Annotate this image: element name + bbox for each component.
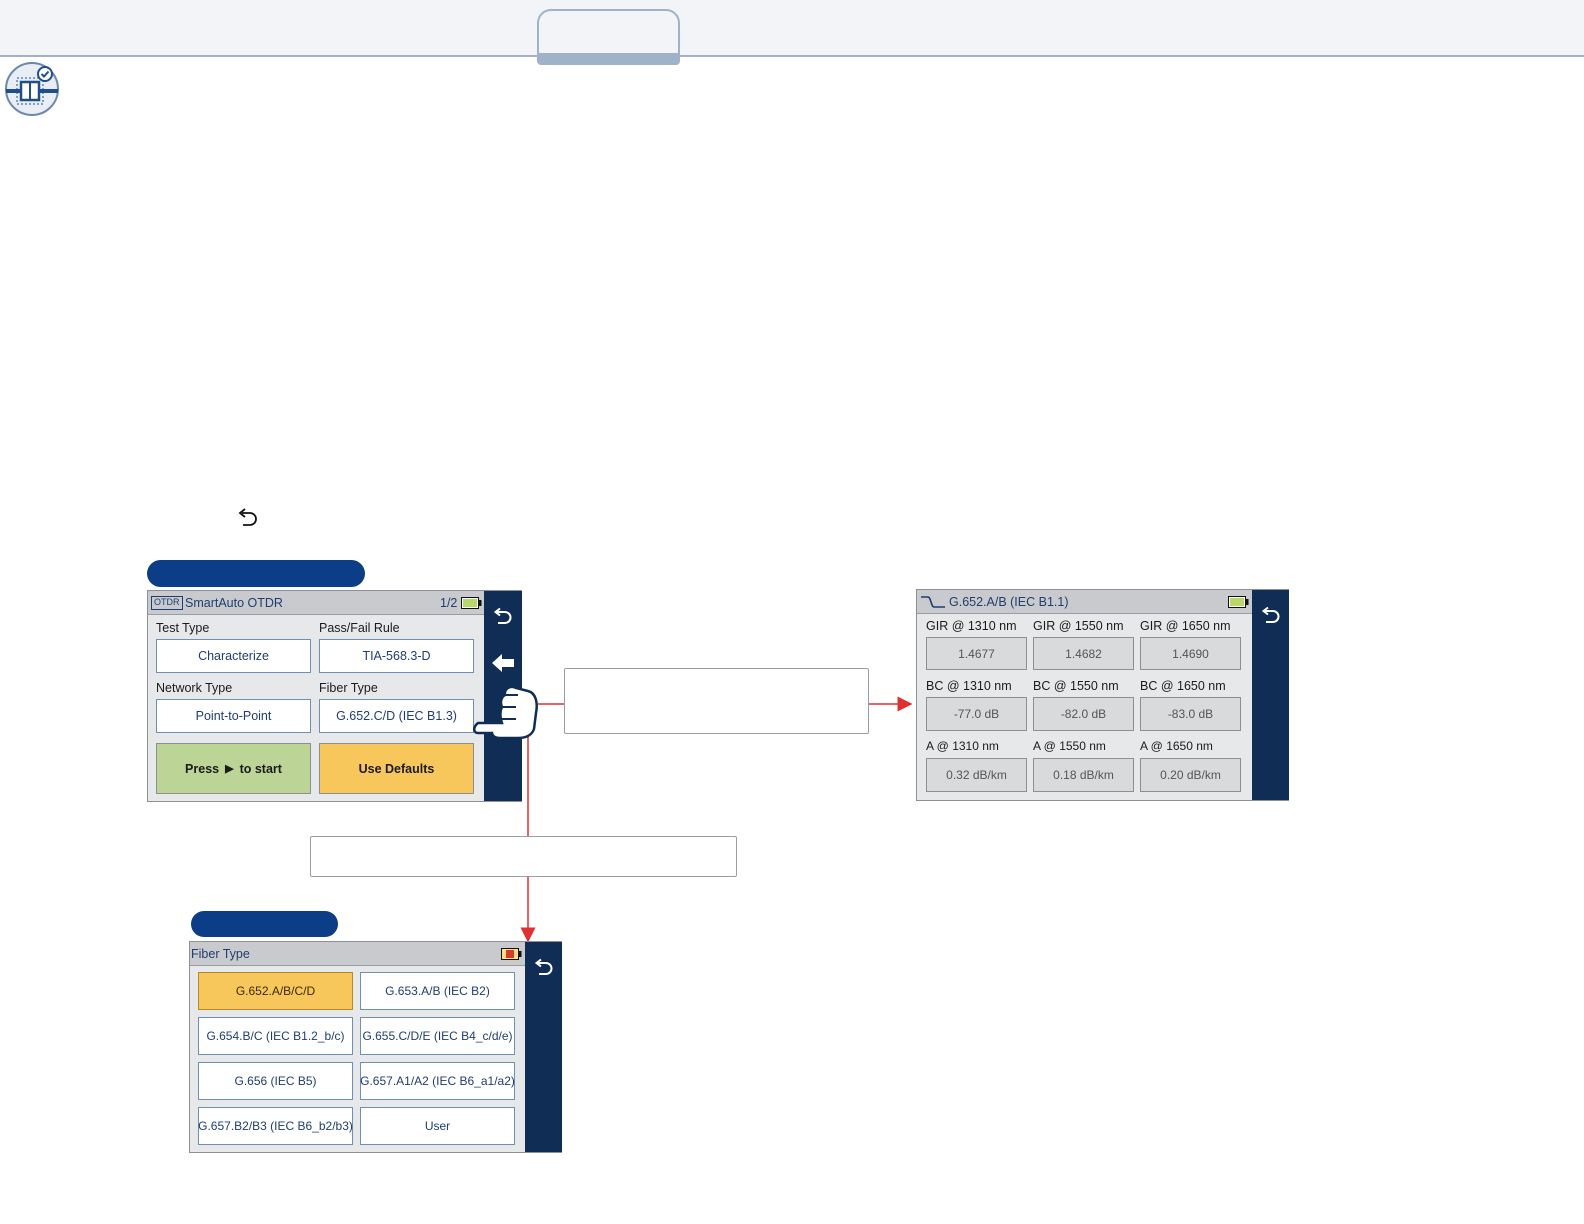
start-label-suffix: to start xyxy=(239,761,282,776)
network-type-field[interactable]: Point-to-Point xyxy=(156,699,311,733)
test-type-label: Test Type xyxy=(156,621,210,635)
callout-box-properties xyxy=(564,668,869,734)
fiber-option[interactable]: User xyxy=(360,1107,515,1145)
network-type-label: Network Type xyxy=(156,681,233,695)
undo-arrow-icon[interactable] xyxy=(492,607,514,627)
property-label: A @ 1310 nm xyxy=(926,739,999,753)
start-label-prefix: Press xyxy=(185,761,220,776)
pass-fail-label: Pass/Fail Rule xyxy=(319,621,400,635)
undo-arrow-icon[interactable] xyxy=(533,958,555,978)
section-pill-fiber xyxy=(191,911,338,937)
property-value: 1.4690 xyxy=(1140,637,1241,670)
section-pill-main xyxy=(147,560,365,587)
fiber-type-screen: Fiber Type G.652.A/B/C/D G.653.A/B (IEC … xyxy=(189,941,562,1153)
use-defaults-button[interactable]: Use Defaults xyxy=(319,743,474,794)
property-value: 0.32 dB/km xyxy=(926,758,1027,792)
undo-arrow-icon xyxy=(238,508,257,526)
undo-arrow-icon[interactable] xyxy=(1260,606,1282,626)
fiber-option[interactable]: G.653.A/B (IEC B2) xyxy=(360,972,515,1010)
property-value: 0.20 dB/km xyxy=(1140,758,1241,792)
property-label: A @ 1550 nm xyxy=(1033,739,1106,753)
fiber-profile-icon xyxy=(921,596,945,608)
side-nav-panel xyxy=(525,942,562,1152)
fiber-option[interactable]: G.655.C/D/E (IEC B4_c/d/e) xyxy=(360,1017,515,1055)
header-tab xyxy=(537,9,680,65)
otdr-badge: OTDR xyxy=(151,596,183,610)
fiber-option[interactable]: G.652.A/B/C/D xyxy=(198,972,353,1010)
property-value: -82.0 dB xyxy=(1033,697,1134,731)
page-header-bar xyxy=(0,0,1584,57)
property-label: BC @ 1310 nm xyxy=(926,679,1012,693)
property-value: 1.4682 xyxy=(1033,637,1134,670)
property-label: BC @ 1550 nm xyxy=(1033,679,1119,693)
screen-title: SmartAuto OTDR xyxy=(185,596,283,610)
battery-icon xyxy=(461,597,482,609)
fiber-option[interactable]: G.657.A1/A2 (IEC B6_a1/a2) xyxy=(360,1062,515,1100)
fiber-properties-screen: G.652.A/B (IEC B1.1) GIR @ 1310 nm GIR @… xyxy=(916,589,1289,801)
play-icon: ▶ xyxy=(225,763,234,775)
pass-fail-field[interactable]: TIA-568.3-D xyxy=(319,639,474,673)
screen-title: G.652.A/B (IEC B1.1) xyxy=(949,595,1069,609)
side-nav-panel xyxy=(1252,590,1289,800)
start-button[interactable]: Press ▶ to start xyxy=(156,743,311,794)
pointing-hand-icon xyxy=(473,685,538,740)
fiber-option[interactable]: G.654.B/C (IEC B1.2_b/c) xyxy=(198,1017,353,1055)
screen-title: Fiber Type xyxy=(191,947,250,961)
fiber-option[interactable]: G.656 (IEC B5) xyxy=(198,1062,353,1100)
property-label: GIR @ 1550 nm xyxy=(1033,619,1124,633)
callout-box-select xyxy=(310,836,737,877)
property-label: A @ 1650 nm xyxy=(1140,739,1213,753)
smartauto-otdr-screen: OTDR SmartAuto OTDR 1/2 Test Type Charac… xyxy=(147,590,522,802)
battery-icon xyxy=(1228,596,1249,608)
page-indicator: 1/2 xyxy=(440,596,458,610)
otdr-test-icon xyxy=(5,62,59,116)
fiber-type-field[interactable]: G.652.C/D (IEC B1.3) xyxy=(319,699,474,733)
fiber-type-label: Fiber Type xyxy=(319,681,378,695)
fiber-option[interactable]: G.657.B2/B3 (IEC B6_b2/b3) xyxy=(198,1107,353,1145)
property-value: 0.18 dB/km xyxy=(1033,758,1134,792)
property-value: 1.4677 xyxy=(926,637,1027,670)
property-value: -77.0 dB xyxy=(926,697,1027,731)
property-label: BC @ 1650 nm xyxy=(1140,679,1226,693)
left-arrow-icon[interactable] xyxy=(491,653,515,673)
property-value: -83.0 dB xyxy=(1140,697,1241,731)
battery-icon xyxy=(501,948,522,960)
property-label: GIR @ 1650 nm xyxy=(1140,619,1231,633)
test-type-field[interactable]: Characterize xyxy=(156,639,311,673)
property-label: GIR @ 1310 nm xyxy=(926,619,1017,633)
